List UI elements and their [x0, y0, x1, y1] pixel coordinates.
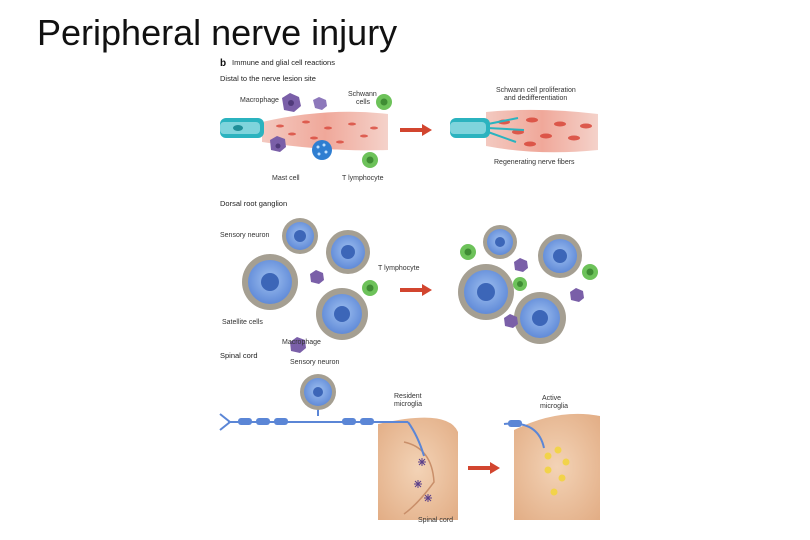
label-active-2: microglia: [540, 403, 568, 410]
section-title-spinal: Spinal cord: [220, 351, 258, 360]
label-sensory-neuron: Sensory neuron: [220, 232, 270, 239]
spinal-right: [504, 414, 600, 520]
label-mast-cell: Mast cell: [272, 175, 300, 182]
label-schwann-prolif-2: and dedifferentiation: [504, 95, 567, 102]
nerve-injury-figure: b Immune and glial cell reactions Distal…: [218, 52, 600, 524]
drg-right: [458, 225, 598, 344]
arrow-right-1: [400, 124, 432, 136]
panel-letter: b: [220, 58, 226, 69]
label-resident-2: microglia: [394, 401, 422, 408]
spinal-left: [220, 374, 458, 520]
label-active-1: Active: [542, 395, 561, 402]
label-schwann-prolif-1: Schwann cell proliferation: [496, 87, 576, 94]
slide-title: Peripheral nerve injury: [37, 12, 397, 54]
axon-stump-left: [220, 118, 264, 138]
t-lymphocyte-icon: [362, 152, 378, 168]
nerve-right: [486, 110, 598, 152]
label-sensory-neuron-2: Sensory neuron: [290, 359, 340, 366]
panel-title: Immune and glial cell reactions: [232, 58, 335, 67]
label-spinal-cord: Spinal cord: [418, 517, 453, 524]
arrow-right-3: [468, 462, 500, 474]
label-schwann-2: cells: [356, 99, 371, 106]
section-title-distal: Distal to the nerve lesion site: [220, 74, 316, 83]
label-regenerating: Regenerating nerve fibers: [494, 159, 575, 166]
label-schwann-1: Schwann: [348, 91, 377, 98]
label-t-lymphocyte: T lymphocyte: [342, 175, 384, 182]
label-satellite: Satellite cells: [222, 319, 263, 326]
label-resident-1: Resident: [394, 393, 422, 400]
label-macrophage: Macrophage: [240, 97, 279, 104]
arrow-right-2: [400, 284, 432, 296]
schwann-cell-icon: [376, 94, 392, 110]
label-t-lymphocyte-2: T lymphocyte: [378, 265, 420, 272]
section-title-drg: Dorsal root ganglion: [220, 199, 287, 208]
mast-cell-icon: [312, 140, 332, 160]
label-macrophage-2: Macrophage: [282, 339, 321, 346]
